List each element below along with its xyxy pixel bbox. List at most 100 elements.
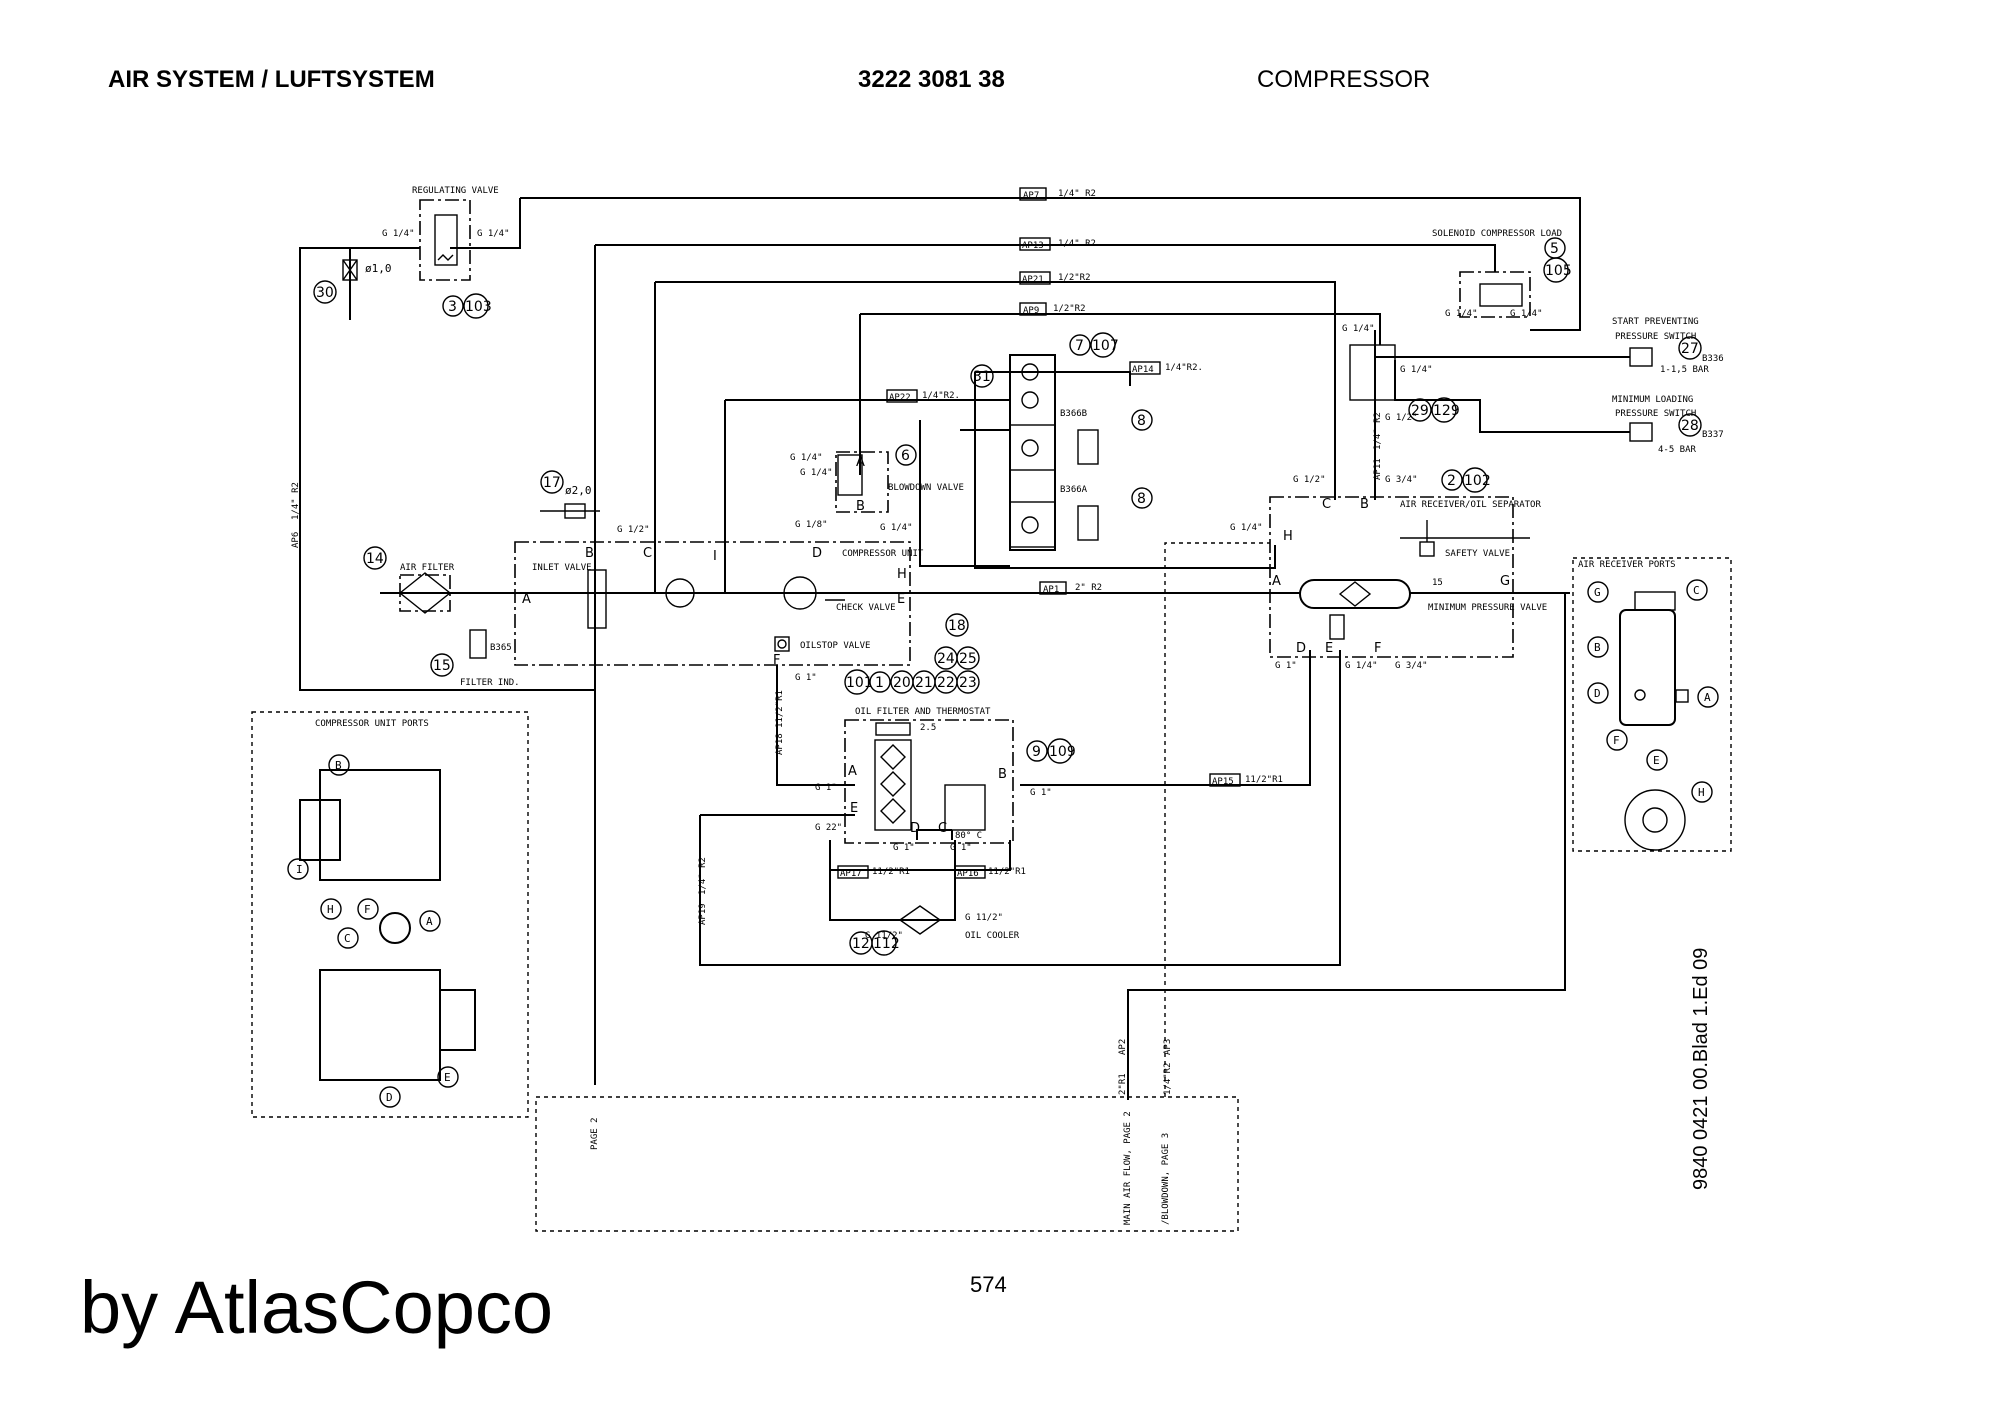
svg-text:E: E (444, 1071, 451, 1084)
svg-text:20: 20 (893, 675, 911, 691)
label-b366b: B366B (1060, 409, 1087, 419)
label-g14-h: G 1/4" (1345, 661, 1378, 671)
svg-text:17: 17 (543, 475, 561, 491)
svg-text:C: C (344, 932, 351, 945)
label-g14-f: G 1/4" (1400, 365, 1433, 375)
label-g112-b: G 11/2" (965, 913, 1003, 923)
page-number: 574 (970, 1272, 1007, 1297)
label-ap22-size: 1/4"R2. (922, 391, 960, 401)
pipe-lines (299, 197, 1630, 1100)
label-b366a: B366A (1060, 485, 1088, 495)
svg-text:25: 25 (959, 651, 977, 667)
svg-text:C: C (1693, 584, 1700, 597)
svg-text:H: H (327, 903, 334, 916)
label-bar-1: 1-1,5 BAR (1660, 365, 1709, 375)
label-ap16-size: 11/2"R1 (988, 867, 1026, 877)
header-part-number: 3222 3081 38 (858, 66, 1005, 93)
svg-text:109: 109 (1049, 744, 1076, 760)
label-compressor-unit: COMPRESSOR UNIT (842, 549, 924, 559)
svg-text:F: F (773, 653, 780, 668)
label-g112-a: G 11/2" (865, 931, 903, 941)
symbols (342, 214, 1653, 935)
svg-text:D: D (1594, 687, 1601, 700)
label-g14-i: G 1/4" (790, 453, 823, 463)
label-ap15: AP15 (1212, 777, 1234, 787)
svg-text:1: 1 (875, 675, 884, 691)
label-minimum-loading: MINIMUM LOADING (1612, 395, 1693, 405)
label-air-receiver-ports: AIR RECEIVER PORTS (1578, 560, 1676, 570)
label-safety-valve: SAFETY VALVE (1445, 549, 1510, 559)
svg-text:14: 14 (366, 551, 384, 567)
label-ap13-size: 1/4" R2 (1058, 239, 1096, 249)
label-b365: B365 (490, 643, 512, 653)
label-ap14: AP14 (1132, 365, 1154, 375)
svg-text:7: 7 (1075, 338, 1084, 354)
label-g1-d: G 1" (1030, 788, 1052, 798)
svg-text:101: 101 (846, 675, 873, 691)
svg-text:31: 31 (973, 369, 991, 385)
label-g14-b: G 1/4" (477, 229, 510, 239)
label-ap7-size: 1/4" R2 (1058, 189, 1096, 199)
detail-port-callouts: B I H F A C E D G C B D A F E H (287, 579, 1719, 1108)
svg-text:A: A (522, 592, 531, 607)
label-ap11-size: 1/4" R2 (1373, 412, 1383, 450)
svg-text:B: B (998, 767, 1007, 782)
label-regulating-valve: REGULATING VALVE (412, 186, 499, 196)
label-ap3: AP3 (1163, 1039, 1173, 1055)
header-title-compressor: COMPRESSOR (1257, 66, 1431, 93)
svg-text:21: 21 (915, 675, 933, 691)
label-g12: G 1/2" (617, 525, 650, 535)
port-letters: A B C I D H E F H C B A G D E F A E D C … (522, 455, 1510, 836)
label-b337: B337 (1702, 430, 1724, 440)
label-g14-c: G 1/4" (1445, 309, 1478, 319)
svg-text:B: B (856, 499, 865, 514)
label-ap19: AP19 (698, 903, 708, 925)
svg-text:F: F (1374, 641, 1381, 656)
svg-text:F: F (364, 903, 371, 916)
svg-text:B: B (1594, 641, 1601, 654)
document-reference: 9840 0421 00.Blad 1.Ed 09 (1690, 947, 1712, 1190)
svg-text:H: H (897, 567, 907, 582)
label-b336: B336 (1702, 354, 1724, 364)
svg-text:29: 29 (1411, 403, 1429, 419)
svg-text:B: B (585, 546, 594, 561)
label-val25: 2.5 (920, 723, 936, 733)
svg-text:A: A (1704, 691, 1711, 704)
svg-text:102: 102 (1464, 473, 1491, 489)
label-ap17: AP17 (840, 869, 862, 879)
svg-text:B: B (1360, 497, 1369, 512)
label-ap19-size: 1/4" R2 (698, 857, 708, 895)
label-g1-e: G 1" (893, 843, 915, 853)
label-minimum-pressure-valve: MINIMUM PRESSURE VALVE (1428, 603, 1547, 613)
svg-text:C: C (938, 821, 947, 836)
label-ap9-size: 1/2"R2 (1053, 304, 1086, 314)
label-ap21-size: 1/2"R2 (1058, 273, 1091, 283)
label-oilstop-valve: OILSTOP VALVE (800, 641, 870, 651)
label-g34: G 3/4" (1385, 475, 1418, 485)
label-ap6: AP6 (291, 532, 301, 548)
svg-text:D: D (1296, 641, 1306, 656)
label-g1: G 1" (1275, 661, 1297, 671)
svg-text:F: F (1613, 734, 1620, 747)
svg-text:E: E (897, 592, 905, 607)
label-temp: 80° C (955, 831, 982, 841)
label-g1-b: G 1" (795, 673, 817, 683)
pipe-labels: AP7 1/4" R2 AP13 1/4" R2 AP21 1/2"R2 AP9… (291, 187, 1383, 1095)
svg-text:6: 6 (901, 448, 910, 464)
component-frames (251, 199, 1732, 1232)
svg-text:I: I (296, 863, 303, 876)
label-orifice-1: ø1,0 (365, 262, 392, 275)
svg-text:27: 27 (1681, 341, 1699, 357)
label-ap18-size: 11/2"R1 (775, 690, 785, 728)
svg-text:D: D (386, 1091, 393, 1104)
label-g14-a: G 1/4" (382, 229, 415, 239)
svg-text:B: B (335, 759, 342, 772)
label-ap17-size: 11/2"R1 (872, 867, 910, 877)
label-oil-filter-thermostat: OIL FILTER AND THERMOSTAT (855, 707, 991, 717)
svg-text:G: G (1500, 574, 1510, 589)
svg-text:D: D (910, 821, 920, 836)
svg-text:15: 15 (433, 658, 451, 674)
svg-text:8: 8 (1137, 491, 1146, 507)
label-ap22: AP22 (889, 393, 911, 403)
